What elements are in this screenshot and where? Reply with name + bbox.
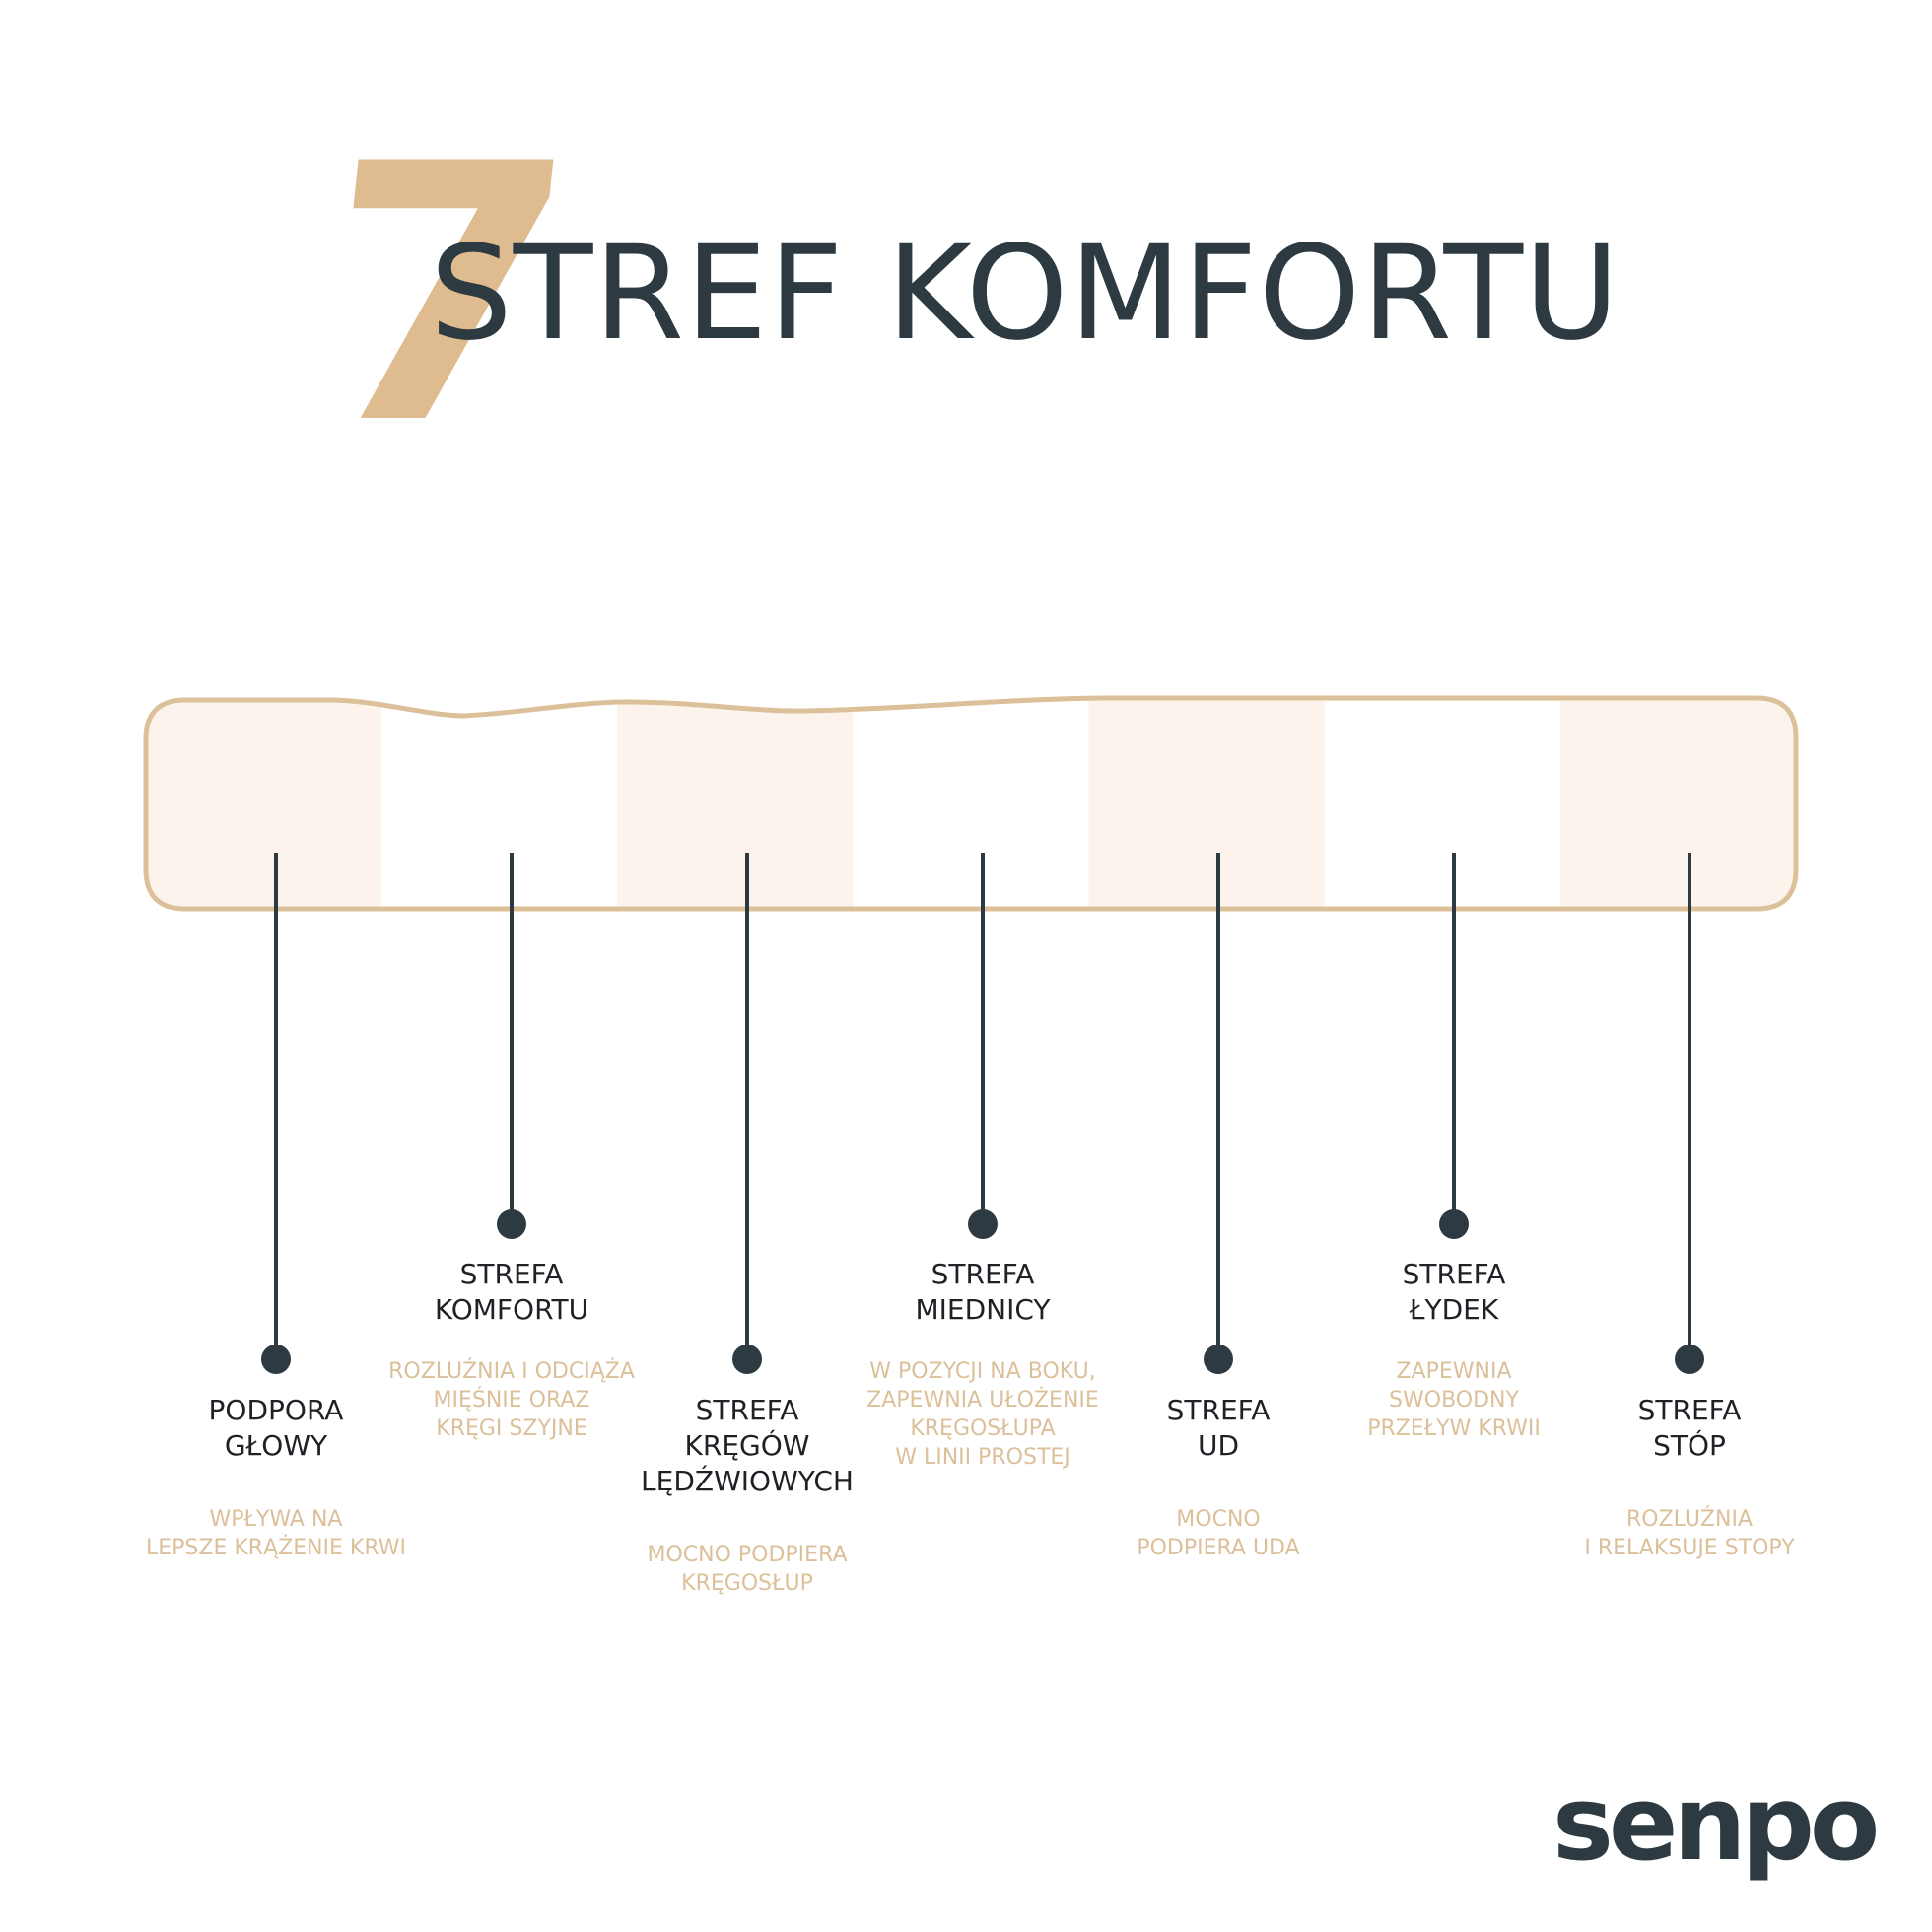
zone-fill: [146, 698, 382, 909]
zone-fill: [1559, 698, 1796, 909]
zone-name: STREFA MIEDNICY: [915, 1258, 1051, 1326]
zone-name: STREFA KOMFORTU: [434, 1258, 589, 1326]
page-title: STREF KOMFORTU: [430, 218, 1621, 370]
zone-marker-dot: [1675, 1345, 1704, 1374]
zone-name: STREFA ŁYDEK: [1402, 1258, 1506, 1326]
zone-name: PODPORA GŁOWY: [208, 1394, 344, 1462]
mattress-outline: [143, 695, 1799, 912]
zone-marker-dot: [1204, 1345, 1233, 1374]
zone-fill: [1088, 698, 1325, 909]
zone-name: STREFA STÓP: [1637, 1394, 1742, 1462]
zone-marker-dot: [497, 1209, 526, 1239]
zone-marker-dot: [732, 1345, 762, 1374]
mattress-zone-fills: [146, 698, 1796, 909]
zone-description: MOCNO PODPIERA KRĘGOSŁUP: [647, 1543, 848, 1596]
zone-description: MOCNO PODPIERA UDA: [1137, 1507, 1300, 1560]
zone-name: STREFA UD: [1166, 1394, 1271, 1462]
zone-name: STREFA KRĘGÓW LĘDŹWIOWYCH: [641, 1394, 854, 1497]
zone-fill: [617, 698, 854, 909]
zone-description: ROZLUŹNIA I RELAKSUJE STOPY: [1584, 1507, 1795, 1560]
zone-marker-dot: [261, 1345, 291, 1374]
zone-marker-dot: [1439, 1209, 1469, 1239]
brand-logo: senpo: [1552, 1763, 1880, 1884]
zone-description: ROZLUŹNIA I ODCIĄŻA MIĘŚNIE ORAZ KRĘGI S…: [388, 1359, 635, 1441]
zone-description: ZAPEWNIA SWOBODNY PRZEŁYW KRWII: [1367, 1359, 1541, 1441]
zone-marker-dot: [968, 1209, 998, 1239]
zone-description: W POZYCJI NA BOKU, ZAPEWNIA UŁOŻENIE KRĘ…: [866, 1359, 1099, 1470]
zone-leader-lines: [261, 853, 1704, 1374]
zone-description: WPŁYWA NA LEPSZE KRĄŻENIE KRWI: [146, 1507, 406, 1560]
